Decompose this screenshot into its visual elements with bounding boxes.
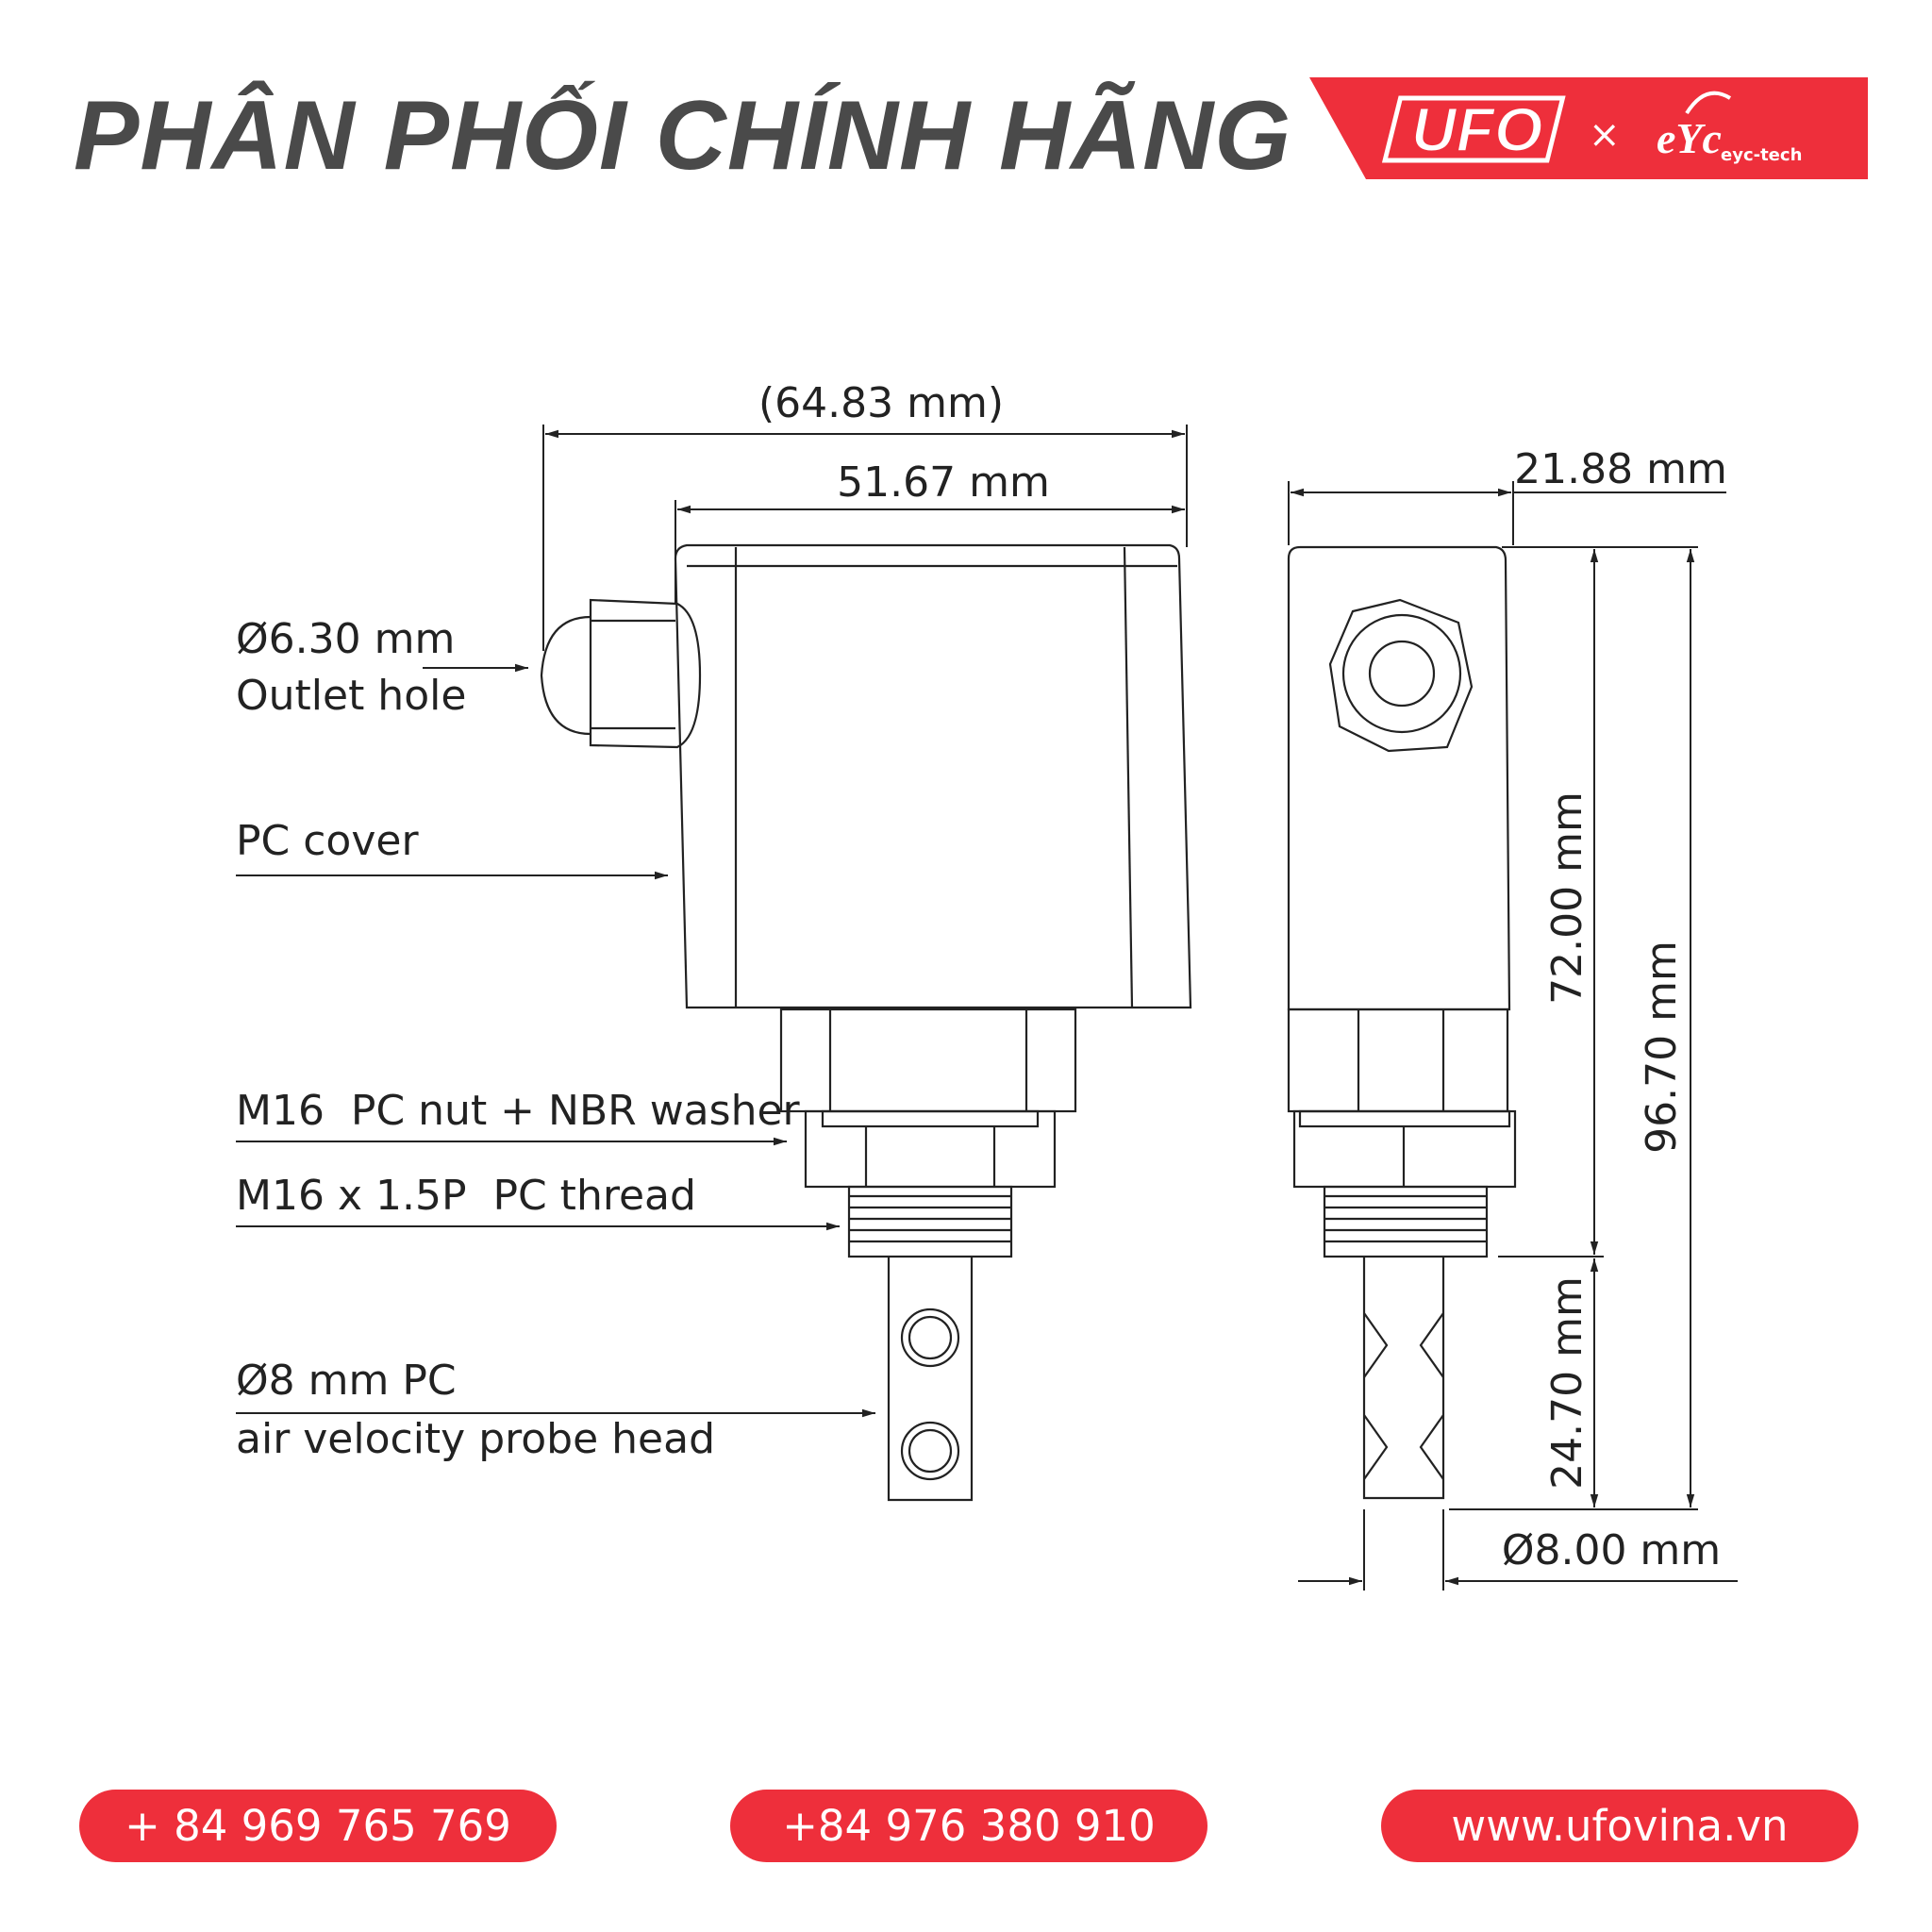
eyc-logo-mark: eYc xyxy=(1657,114,1722,162)
ufo-logo: UFO xyxy=(1381,93,1566,165)
nut-label: M16 PC nut + NBR washer xyxy=(236,1087,801,1135)
probe-length-label: 24.70 mm xyxy=(1543,1276,1591,1490)
side-gland-hex xyxy=(1328,598,1474,753)
dimension-lines xyxy=(542,425,1738,1591)
phone-1-button[interactable]: + 84 969 765 769 xyxy=(79,1790,557,1862)
housing-outline xyxy=(674,543,1192,1009)
probe-diameter-callout: Ø8 mm PC xyxy=(236,1357,457,1405)
website-text: www.ufovina.vn xyxy=(1451,1801,1789,1851)
eyc-logo: eYc eyc-tech xyxy=(1657,91,1802,165)
outlet-diameter-label: Ø6.30 mm xyxy=(236,615,455,663)
probe-name-callout: air velocity probe head xyxy=(236,1415,715,1463)
side-housing xyxy=(1287,545,1511,1011)
total-height-label: 96.70 mm xyxy=(1638,941,1686,1154)
cover-label: PC cover xyxy=(236,817,419,865)
overall-width-label: (64.83 mm) xyxy=(758,379,1004,427)
housing-neck xyxy=(779,1008,1077,1113)
brand-banner: UFO × eYc eyc-tech xyxy=(1309,77,1868,179)
front-view xyxy=(540,543,1192,1502)
website-button[interactable]: www.ufovina.vn xyxy=(1381,1790,1858,1862)
thread-label: M16 x 1.5P PC thread xyxy=(236,1172,696,1220)
phone-2-button[interactable]: +84 976 380 910 xyxy=(730,1790,1208,1862)
body-height-label: 72.00 mm xyxy=(1543,791,1591,1005)
probe-head xyxy=(887,1257,974,1502)
page-title: PHÂN PHỐI CHÍNH HÃNG xyxy=(74,81,1292,191)
phone-1-text: + 84 969 765 769 xyxy=(125,1801,511,1851)
outlet-name-label: Outlet hole xyxy=(236,672,466,720)
brand-separator: × xyxy=(1589,113,1621,157)
ufo-logo-text: UFO xyxy=(1411,94,1542,164)
phone-2-text: +84 976 380 910 xyxy=(782,1801,1156,1851)
cable-gland xyxy=(589,598,702,749)
side-view xyxy=(1287,545,1517,1500)
depth-label: 21.88 mm xyxy=(1514,445,1727,493)
pc-nut xyxy=(804,1109,1057,1189)
eyc-logo-text: eyc-tech xyxy=(1721,145,1802,165)
callout-leaders xyxy=(236,663,875,1418)
pc-thread xyxy=(847,1185,1013,1258)
body-width-label: 51.67 mm xyxy=(837,458,1050,507)
probe-diameter-label: Ø8.00 mm xyxy=(1502,1526,1721,1574)
